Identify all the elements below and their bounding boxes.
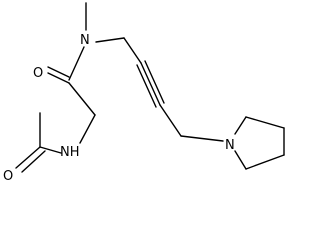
bond-ring-bottom-n [234,150,247,170]
bond-nh-ch2 [79,114,96,144]
bond-ring-bottom [245,154,285,170]
bond-ring-n-top [234,116,247,135]
atom-label-pyrrolidine-nitrogen: N [225,138,235,153]
bond-ch2-carbonyl [68,82,96,116]
bond-alkyne-ch2 [159,104,182,137]
bond-ring-top-right [245,116,285,129]
bond-alkyne-2 [144,60,165,104]
bond-alkyne-3 [136,64,157,108]
molecule-drawing: O NH O N N [3,2,285,184]
bond-propargyl-alkyne [123,37,142,64]
bond-alkyne-1 [140,62,161,106]
atom-label-amide-nh: NH [60,145,80,160]
bond-n-propargyl [95,37,125,43]
atom-label-carbonyl-oxygen: O [33,66,43,81]
bond-ch2-pyrrolidine [180,135,224,142]
bond-acetyl-carbonyl-1 [15,146,41,169]
bond-carbonyl-n [68,46,85,81]
bond-amide-carbonyl-1 [47,72,70,84]
bond-acetyl-nh [39,146,62,154]
bond-amide-carbonyl-2 [47,66,70,78]
bonds [15,2,285,173]
atom-labels: O NH O N N [3,33,235,184]
atom-label-acetyl-oxygen: O [3,169,13,184]
structure-diagram: O NH O N N [3,2,285,184]
bond-acetyl-carbonyl-2 [21,150,46,173]
atom-label-methyl-nitrogen: N [80,33,90,48]
